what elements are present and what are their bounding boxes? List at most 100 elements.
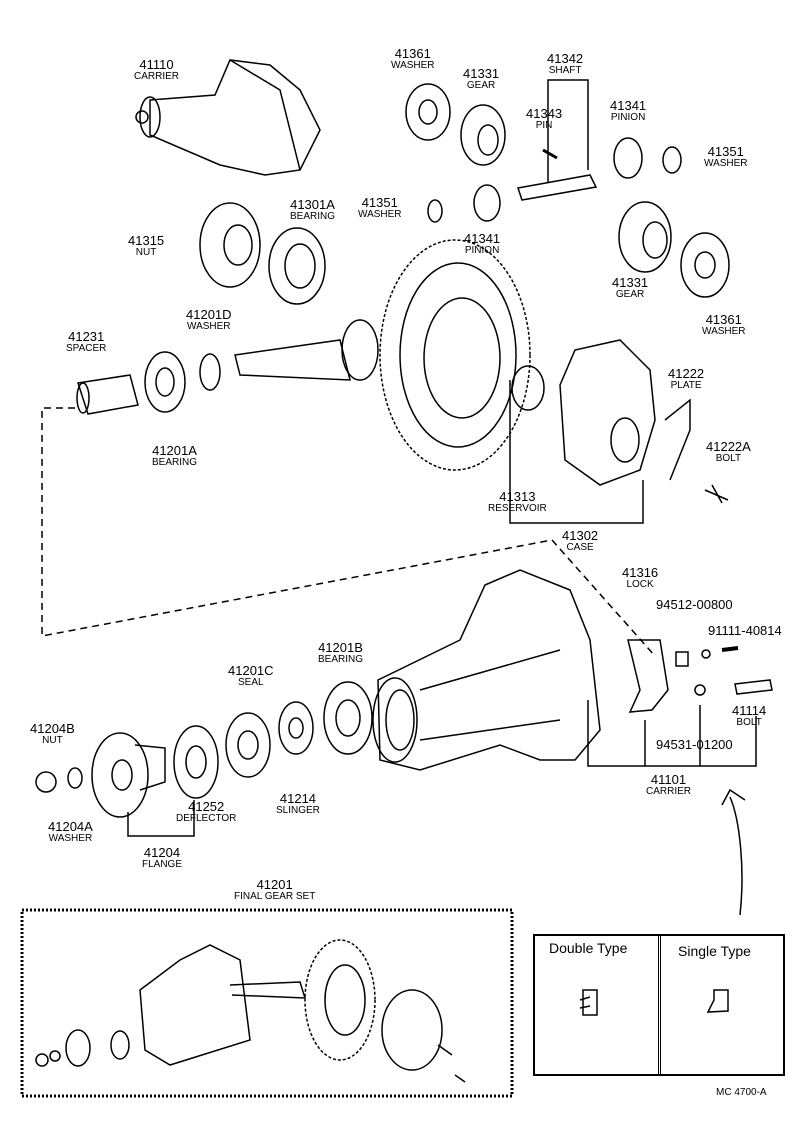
- washer-41351-drawing: [427, 199, 443, 223]
- double-type-label: Double Type: [549, 940, 628, 956]
- bolt-41222A-drawing: [704, 484, 729, 504]
- pin-drawing: [542, 148, 558, 160]
- part-name: BEARING: [290, 211, 336, 222]
- washer-41204A-drawing: [67, 767, 83, 789]
- slinger-drawing: [278, 701, 314, 755]
- part-number: 41361: [705, 312, 742, 327]
- part-number: 94512-00800: [656, 597, 733, 612]
- part-name: WASHER: [391, 60, 435, 71]
- part-number: 41110: [139, 57, 174, 72]
- lock-type-drawings: [579, 989, 729, 1016]
- part-number: 41341: [610, 98, 647, 113]
- part-number: 41101: [650, 772, 687, 787]
- part-number: 41222: [668, 366, 705, 381]
- carrier-41101-drawing: [372, 569, 601, 771]
- part-name: PINION: [464, 245, 500, 256]
- washer-41201D-drawing: [199, 353, 221, 391]
- part-number: 41351: [361, 195, 398, 210]
- washer-41361-drawing: [405, 83, 451, 141]
- part-number: 41201D: [186, 307, 232, 322]
- part-label-94531-01200: 94531-01200: [656, 738, 733, 751]
- part-name: WASHER: [704, 158, 748, 169]
- pinion-41341b-drawing: [613, 137, 643, 179]
- nut-41204B-drawing: [35, 771, 57, 793]
- part-number: 41204: [143, 845, 181, 860]
- gear-41331-drawing: [460, 104, 506, 166]
- part-number: 41341: [464, 231, 501, 246]
- part-number: 41222A: [706, 439, 751, 454]
- part-name: SEAL: [237, 677, 264, 688]
- part-number: 41315: [128, 233, 165, 248]
- washer-41351b-drawing: [662, 146, 682, 174]
- single-type-label: Single Type: [678, 943, 751, 959]
- part-number: 41252: [188, 799, 225, 814]
- bolt-91111-drawing: [721, 646, 739, 652]
- part-number: 41316: [622, 565, 659, 580]
- part-number: 41313: [499, 489, 536, 504]
- part-number: 41214: [279, 791, 317, 806]
- deflector-drawing: [173, 725, 219, 799]
- spacer-drawing: [77, 374, 139, 415]
- part-name: FLANGE: [142, 859, 183, 870]
- part-name: WASHER: [702, 326, 746, 337]
- part-number: 41201A: [152, 443, 197, 458]
- arrow-drawing: [721, 788, 746, 916]
- pinion-41341-drawing: [473, 184, 501, 222]
- bearing-41201A-drawing: [144, 351, 186, 413]
- part-number: 41204B: [30, 721, 75, 736]
- part-name: CASE: [566, 542, 594, 553]
- part-name: SLINGER: [276, 805, 320, 816]
- nut-94531-drawing: [694, 684, 706, 696]
- case-41302-drawing: [559, 339, 656, 486]
- part-number: 91111-40814: [708, 623, 782, 638]
- double-type-panel: [533, 934, 661, 1076]
- part-name: NUT: [135, 247, 157, 258]
- part-number: 41201C: [228, 663, 274, 678]
- part-number: 41302: [562, 528, 599, 543]
- shaft-drawing: [517, 174, 598, 201]
- part-number: 41331: [612, 275, 649, 290]
- part-label-91111-40814: 91111-40814: [708, 624, 782, 637]
- part-name: SPACER: [66, 343, 107, 354]
- bearing-41201B-drawing: [323, 681, 373, 755]
- part-number: 41231: [68, 329, 105, 344]
- part-name: DEFLECTOR: [176, 813, 237, 824]
- part-number: 94531-01200: [656, 737, 733, 752]
- part-name: PLATE: [670, 380, 702, 391]
- part-number: 41301A: [290, 197, 335, 212]
- ring-gear-drawing: [379, 239, 531, 471]
- part-name: PIN: [535, 120, 553, 131]
- part-number: 41361: [394, 46, 431, 61]
- nut-41315-drawing: [199, 202, 261, 288]
- part-name: GEAR: [466, 80, 496, 91]
- part-number: 41114: [732, 703, 767, 718]
- washer-41361b-drawing: [680, 232, 730, 298]
- reservoir-drawing: [511, 365, 545, 411]
- carrier-41110-drawing: [135, 59, 321, 176]
- part-name: BEARING: [152, 457, 198, 468]
